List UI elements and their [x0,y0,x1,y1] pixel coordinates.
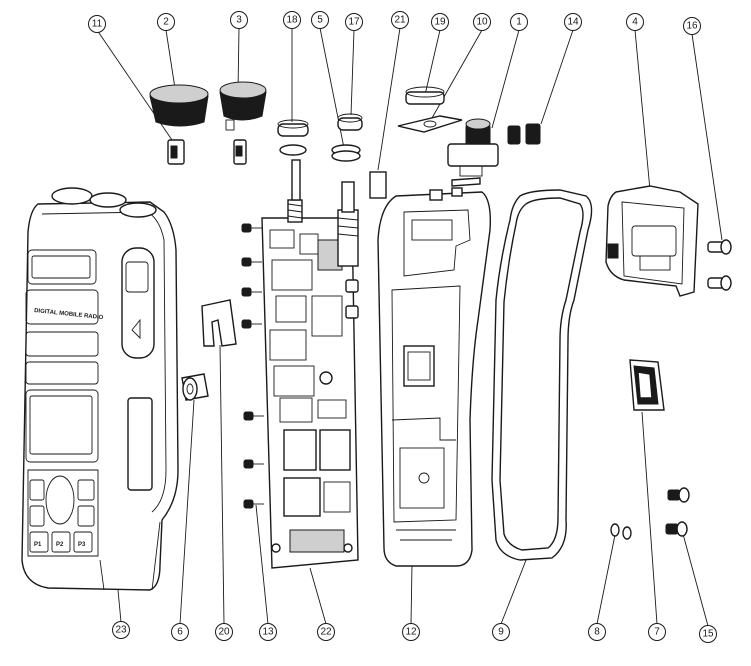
leader-13 [255,504,269,625]
top-knobs [149,81,267,165]
gasket [491,189,593,561]
leader-16 [691,33,723,241]
leader-lines [96,27,723,627]
callout-21: 21 [391,11,409,29]
callout-5: 5 [311,11,329,29]
svg-text:4: 4 [632,17,638,28]
callout-13: 13 [259,623,277,641]
leader-6 [179,399,195,625]
callout-19: 19 [431,13,449,31]
callout-2: 2 [157,13,175,31]
antenna-parts [397,86,541,187]
svg-text:22: 22 [320,627,332,638]
callout-20: 20 [215,623,233,641]
leader-9 [500,554,529,625]
clip-screws [707,239,732,291]
callout-7: 7 [648,623,666,641]
svg-text:7: 7 [654,627,660,638]
leader-20 [219,344,225,625]
leader-10 [431,29,483,119]
key-p1-label: P1 [34,542,42,548]
callout-10: 10 [473,13,491,31]
leader-8 [596,534,616,625]
leader-17 [350,29,355,116]
leader-1 [491,29,520,129]
belt-clip [605,185,732,297]
svg-text:21: 21 [394,15,406,26]
leader-4 [634,29,651,191]
svg-text:1: 1 [516,17,522,28]
svg-text:5: 5 [317,15,323,26]
callout-17: 17 [345,13,363,31]
top-small-parts [277,113,387,199]
svg-text:12: 12 [405,627,417,638]
svg-text:18: 18 [286,15,298,26]
svg-text:17: 17 [348,17,360,28]
callout-12: 12 [402,623,420,641]
leader-22 [309,567,327,625]
pcb-screws [241,223,264,509]
svg-text:14: 14 [567,17,579,28]
svg-text:6: 6 [177,627,183,638]
key-p2-label: P2 [56,542,64,548]
leader-19 [424,29,441,96]
p1-key [29,531,49,553]
callout-6: 6 [171,623,189,641]
callout-4: 4 [626,13,644,31]
callout-22: 22 [317,623,335,641]
svg-text:23: 23 [115,625,127,636]
left-small-parts [181,299,237,401]
callout-15: 15 [699,625,717,643]
callout-23: 23 [112,621,130,639]
leader-14 [540,29,574,125]
svg-text:20: 20 [218,627,230,638]
main-pcb [261,159,359,569]
leader-3 [237,27,240,93]
leader-15 [682,533,709,627]
leader-23 [117,589,122,623]
svg-text:15: 15 [702,629,714,640]
callout-9: 9 [492,623,510,641]
svg-text:2: 2 [163,17,169,28]
svg-text:8: 8 [594,627,600,638]
svg-text:9: 9 [498,627,504,638]
leader-21 [377,27,401,171]
front-housing: DIGITAL MOBILE RADIO P1 P2 P3 [21,187,179,591]
callout-3: 3 [230,11,248,29]
p2-key [51,531,71,553]
p3-key [73,531,93,553]
svg-text:10: 10 [476,17,488,28]
svg-text:11: 11 [92,19,103,30]
svg-text:13: 13 [262,627,274,638]
svg-text:19: 19 [434,17,446,28]
callout-11: 11 [88,15,106,33]
key-p3-label: P3 [78,542,86,548]
leader-7 [641,411,658,625]
callout-16: 16 [683,17,701,35]
leader-12 [410,563,413,625]
svg-text:16: 16 [686,21,698,32]
callout-18: 18 [283,11,301,29]
svg-text:3: 3 [236,15,242,26]
lower-right-parts [610,359,690,540]
callouts: 11 2 3 18 5 17 21 19 10 1 14 4 16 23 6 2… [88,11,717,643]
callout-14: 14 [564,13,582,31]
leader-2 [165,29,177,96]
rear-chassis [377,187,492,567]
callout-1: 1 [510,13,528,31]
callout-8: 8 [588,623,606,641]
